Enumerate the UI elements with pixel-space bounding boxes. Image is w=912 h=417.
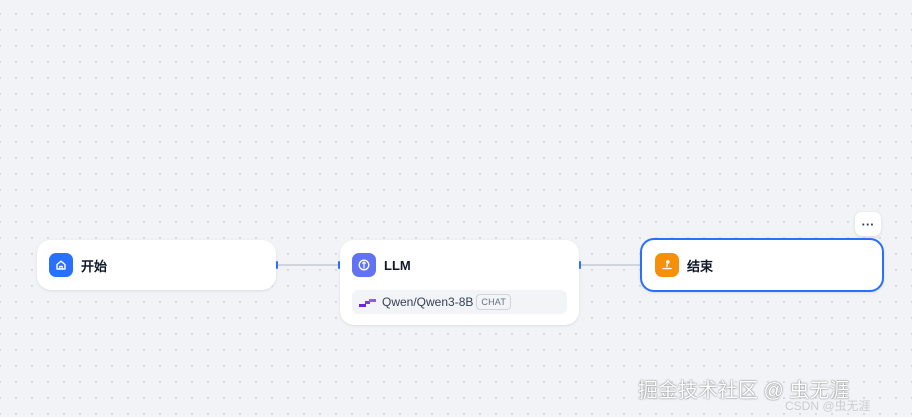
node-llm[interactable]: LLM Qwen/Qwen3-8B CHAT (340, 240, 579, 325)
qwen-logo-icon (358, 296, 378, 308)
watermark-juejin: 掘金技术社区 @ 虫无涯 (638, 380, 850, 402)
node-title: 结束 (687, 258, 714, 274)
model-selector[interactable]: Qwen/Qwen3-8B CHAT (352, 290, 567, 314)
node-more-button[interactable]: ··· (855, 212, 881, 236)
model-name: Qwen/Qwen3-8B (382, 295, 474, 309)
llm-icon (352, 253, 376, 277)
end-flag-icon (655, 253, 679, 277)
start-output-handle[interactable] (276, 261, 278, 269)
node-end[interactable]: 结束 (640, 238, 884, 292)
edge-llm-to-end[interactable] (581, 264, 640, 266)
edge-start-to-llm[interactable] (278, 264, 340, 266)
home-icon (49, 253, 73, 277)
node-title: LLM (384, 257, 411, 273)
node-start[interactable]: 开始 (37, 240, 276, 290)
node-title: 开始 (81, 258, 108, 274)
llm-output-handle[interactable] (579, 261, 581, 269)
watermark-csdn: CSDN @虫无涯 (785, 399, 871, 413)
model-mode-badge: CHAT (476, 294, 512, 310)
more-icon: ··· (861, 216, 875, 232)
llm-input-handle[interactable] (338, 261, 340, 269)
